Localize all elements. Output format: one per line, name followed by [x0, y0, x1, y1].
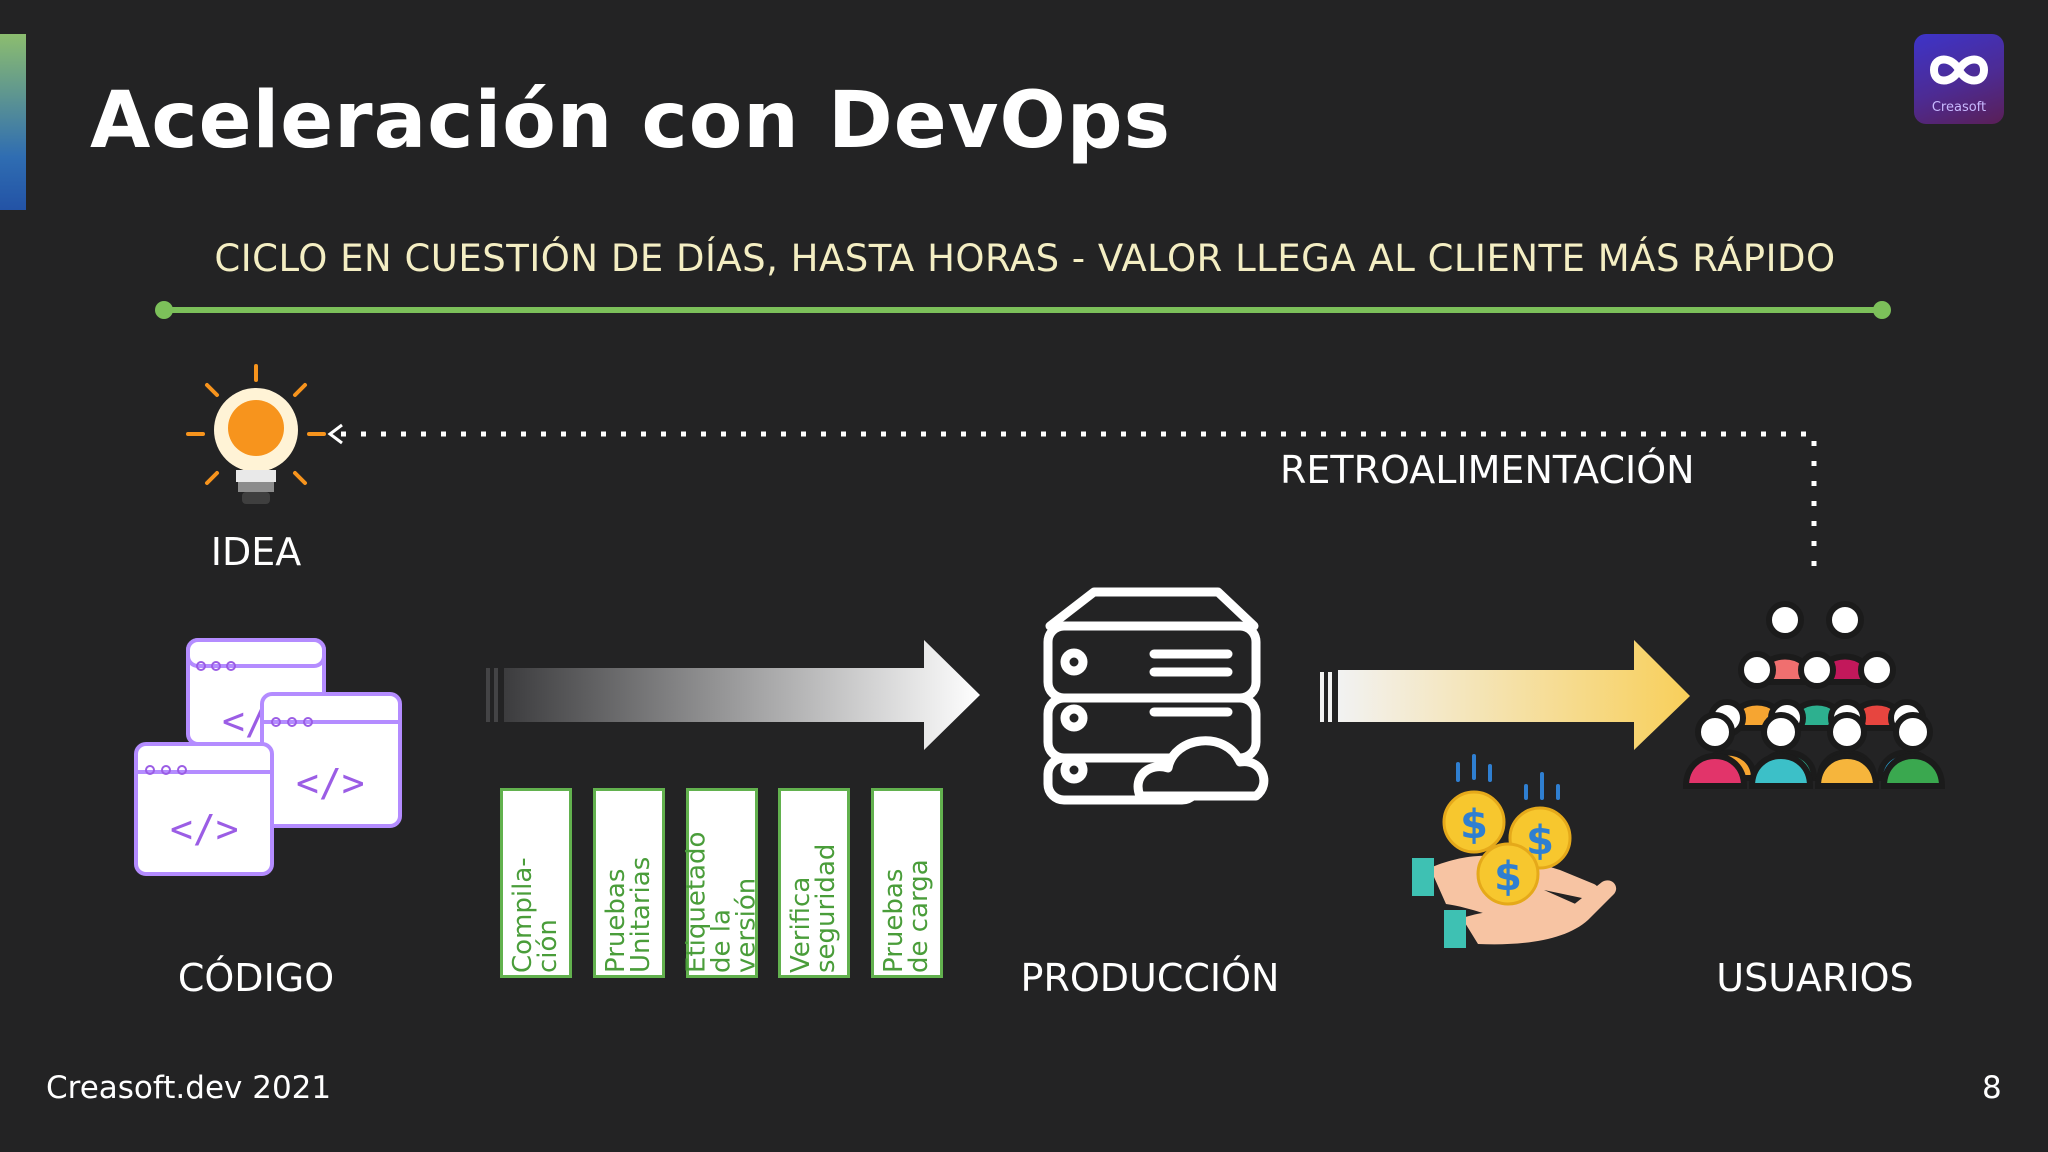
stage-compilacion: Compila- ción	[500, 788, 572, 978]
stage-label: Verifica seguridad	[786, 843, 841, 973]
slide-title: Aceleración con DevOps	[90, 76, 1172, 166]
timeline-start-dot	[155, 301, 173, 319]
logo-text: Creasoft	[1931, 100, 1987, 115]
code-label: CÓDIGO	[177, 956, 335, 1000]
svg-text:$: $	[1494, 854, 1522, 900]
idea-label: IDEA	[210, 530, 302, 574]
svg-text:</>: </>	[296, 761, 365, 805]
stage-label: Etiquetado de la versión	[681, 831, 762, 973]
infinity-logo-icon: Creasoft	[1914, 34, 2004, 124]
svg-text:$: $	[1460, 802, 1488, 848]
cycle-text: CICLO EN CUESTIÓN DE DÍAS, HASTA HORAS -…	[214, 237, 1836, 280]
feedback-path	[327, 423, 1817, 566]
people-crowd-icon	[1682, 601, 1946, 789]
stage-label: Pruebas Unitarias	[601, 856, 656, 973]
production-label: PRODUCCIÓN	[1020, 956, 1280, 1000]
lightbulb-icon	[186, 364, 326, 504]
pipeline-arrow	[486, 640, 980, 750]
users-label: USUARIOS	[1716, 956, 1914, 1000]
code-windows-icon: </ </> </>	[134, 638, 402, 876]
stage-label: Pruebas de carga	[879, 859, 934, 973]
timeline-end-dot	[1873, 301, 1891, 319]
timeline	[155, 301, 1891, 319]
server-cloud-icon	[1043, 587, 1269, 805]
feedback-label: RETROALIMENTACIÓN	[1280, 448, 1695, 492]
page-number: 8	[1982, 1070, 2002, 1106]
accent-bar	[0, 34, 26, 210]
money-hands-icon: $ $ $	[1412, 754, 1617, 948]
delivery-arrow	[1320, 640, 1690, 750]
stage-verifica-seguridad: Verifica seguridad	[778, 788, 850, 978]
stage-etiquetado: Etiquetado de la versión	[681, 788, 762, 978]
stage-pruebas-unitarias: Pruebas Unitarias	[593, 788, 665, 978]
stage-label: Compila- ción	[508, 857, 563, 973]
svg-text:</>: </>	[170, 807, 239, 851]
footer-text: Creasoft.dev 2021	[46, 1070, 332, 1106]
stage-pruebas-carga: Pruebas de carga	[871, 788, 943, 978]
